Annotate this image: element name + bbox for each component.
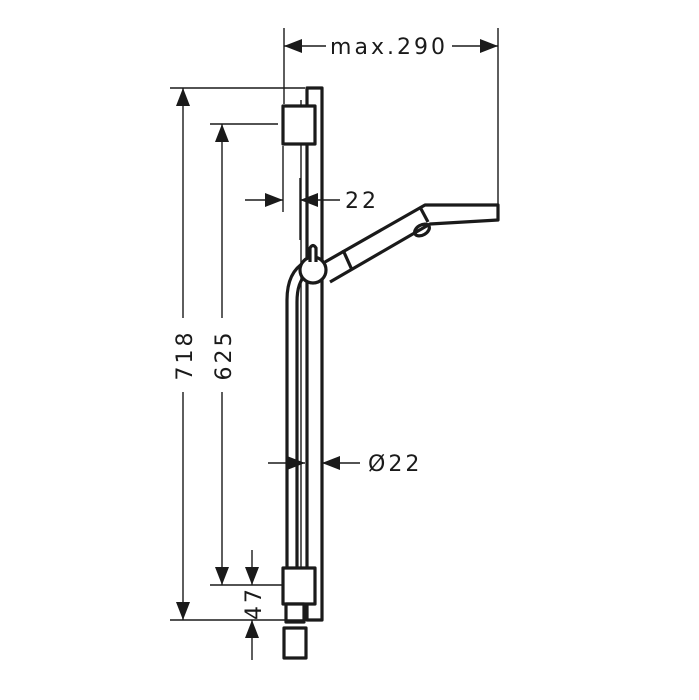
dimension-47 bbox=[245, 550, 259, 660]
dimension-rail-offset bbox=[245, 146, 340, 240]
top-wall-bracket bbox=[281, 104, 317, 146]
dimension-718 bbox=[170, 87, 305, 621]
dimension-625 bbox=[210, 123, 283, 586]
label-rail-diameter: Ø22 bbox=[368, 452, 422, 477]
label-rail-offset: 22 bbox=[345, 189, 379, 214]
label-max-290: max.290 bbox=[330, 35, 448, 60]
label-625: 625 bbox=[212, 330, 237, 381]
label-47: 47 bbox=[242, 586, 267, 620]
hand-shower bbox=[298, 203, 500, 285]
bottom-wall-bracket bbox=[281, 566, 317, 660]
dimension-max-290 bbox=[283, 28, 499, 205]
shower-hose bbox=[285, 260, 308, 570]
label-718: 718 bbox=[173, 330, 198, 381]
dimension-rail-diameter bbox=[268, 456, 360, 470]
shower-rail bbox=[300, 86, 324, 622]
